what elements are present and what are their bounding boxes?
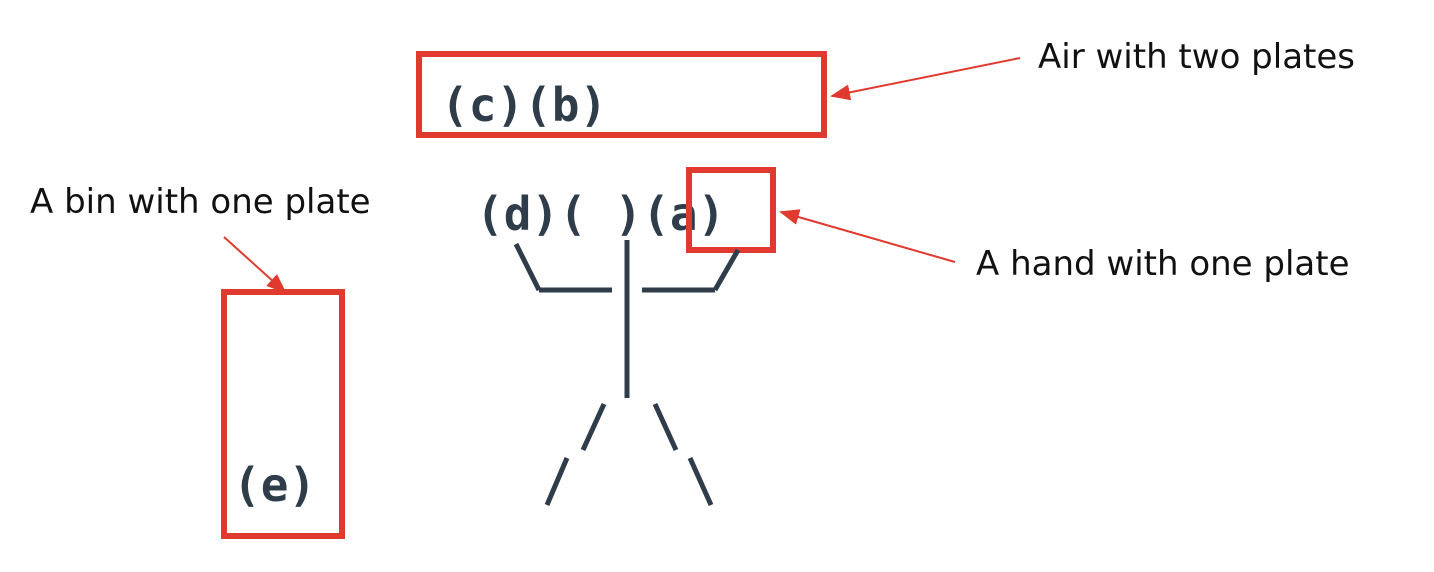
bin-label: A bin with one plate [30, 182, 371, 222]
stick-figure [513, 240, 741, 507]
left-upper-arm [513, 242, 542, 292]
bin-plate: (e) [233, 458, 317, 512]
air-plates: (c)(b) [441, 78, 608, 132]
hand-arrow [779, 209, 956, 263]
bin-arrow [223, 236, 287, 294]
hand-label: A hand with one plate [976, 244, 1350, 284]
hand-plates: (d)( )(a) [476, 187, 726, 241]
right-lower-leg [687, 456, 714, 507]
air-highlight-box [416, 51, 827, 138]
left-upper-leg [580, 402, 607, 452]
hand-highlight-box [686, 167, 776, 253]
arrows [223, 57, 1021, 294]
right-upper-arm [712, 248, 741, 292]
air-arrow [830, 57, 1021, 101]
air-label: Air with two plates [1038, 37, 1356, 77]
left-lower-leg [544, 457, 570, 506]
right-upper-leg [652, 402, 679, 452]
